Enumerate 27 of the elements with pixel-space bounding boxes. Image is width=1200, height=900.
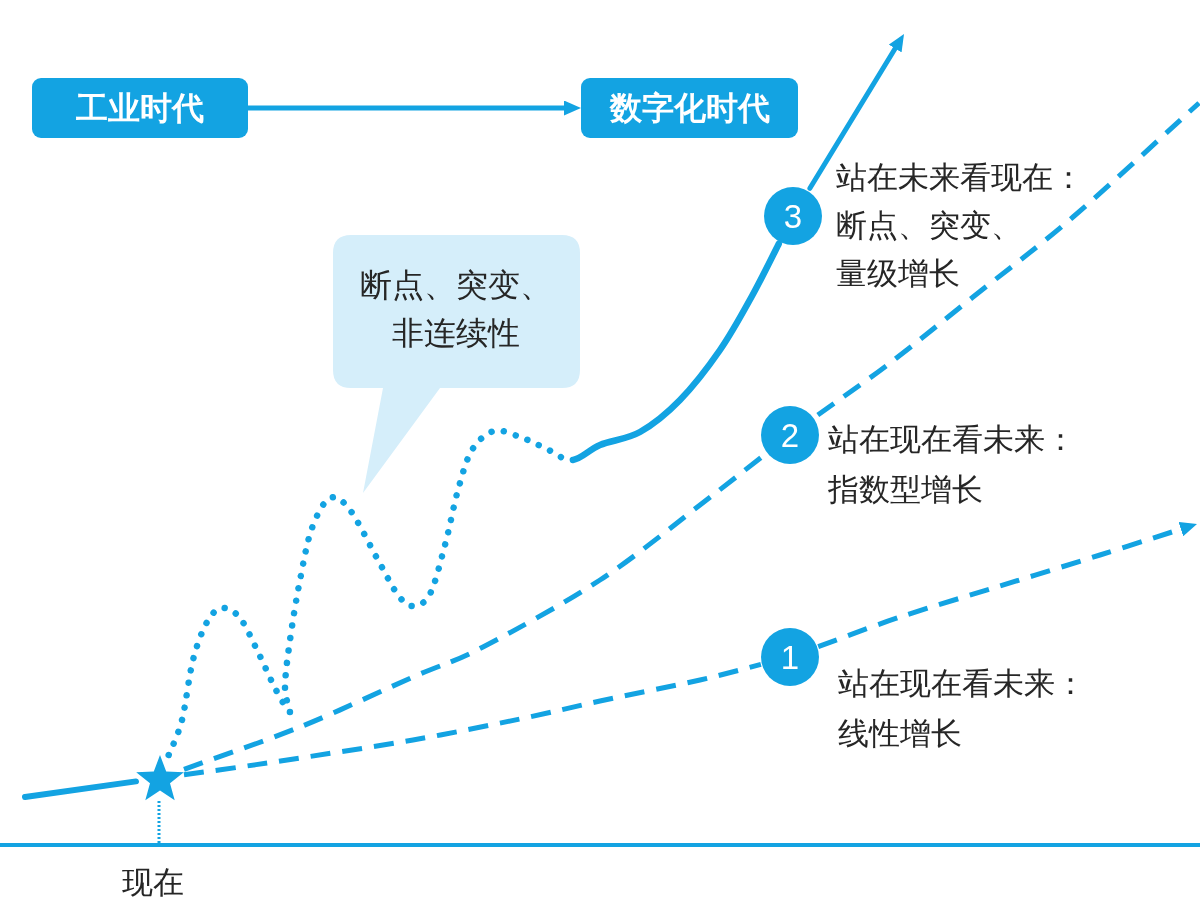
star-icon <box>136 755 184 801</box>
callout-number: 1 <box>780 640 800 674</box>
box-label: 数字化时代 <box>609 88 770 128</box>
dashed-curve <box>183 662 762 778</box>
box-label: 工业时代 <box>76 88 204 128</box>
bubble-text: 断点、突变、非连续性 <box>359 266 554 353</box>
callout-number: 2 <box>780 418 800 452</box>
callout-circle <box>761 406 819 464</box>
annotation-text: 断点、突变、量级增长 <box>836 207 1023 293</box>
trend-line <box>22 778 139 800</box>
process-box <box>581 78 798 138</box>
wave-line <box>165 240 783 759</box>
annotation-text: 指数型增长 <box>828 471 983 509</box>
axis-label: 现在 <box>122 864 184 900</box>
trend-arrow <box>807 33 904 191</box>
annotation-text: 站在未来看现在： <box>836 159 1084 197</box>
speech-bubble <box>333 235 580 495</box>
annotation-text: 站在现在看未来： <box>838 665 1086 703</box>
callout-circle <box>764 187 822 245</box>
process-box <box>32 78 248 138</box>
annotation-text: 线性增长 <box>838 715 962 753</box>
callout-circle <box>761 628 819 686</box>
callout-number: 3 <box>783 199 803 233</box>
dashed-curve <box>183 454 764 772</box>
dashed-arrow <box>817 522 1197 650</box>
annotation-text: 站在现在看未来： <box>828 421 1076 459</box>
dashed-curve <box>816 101 1200 418</box>
